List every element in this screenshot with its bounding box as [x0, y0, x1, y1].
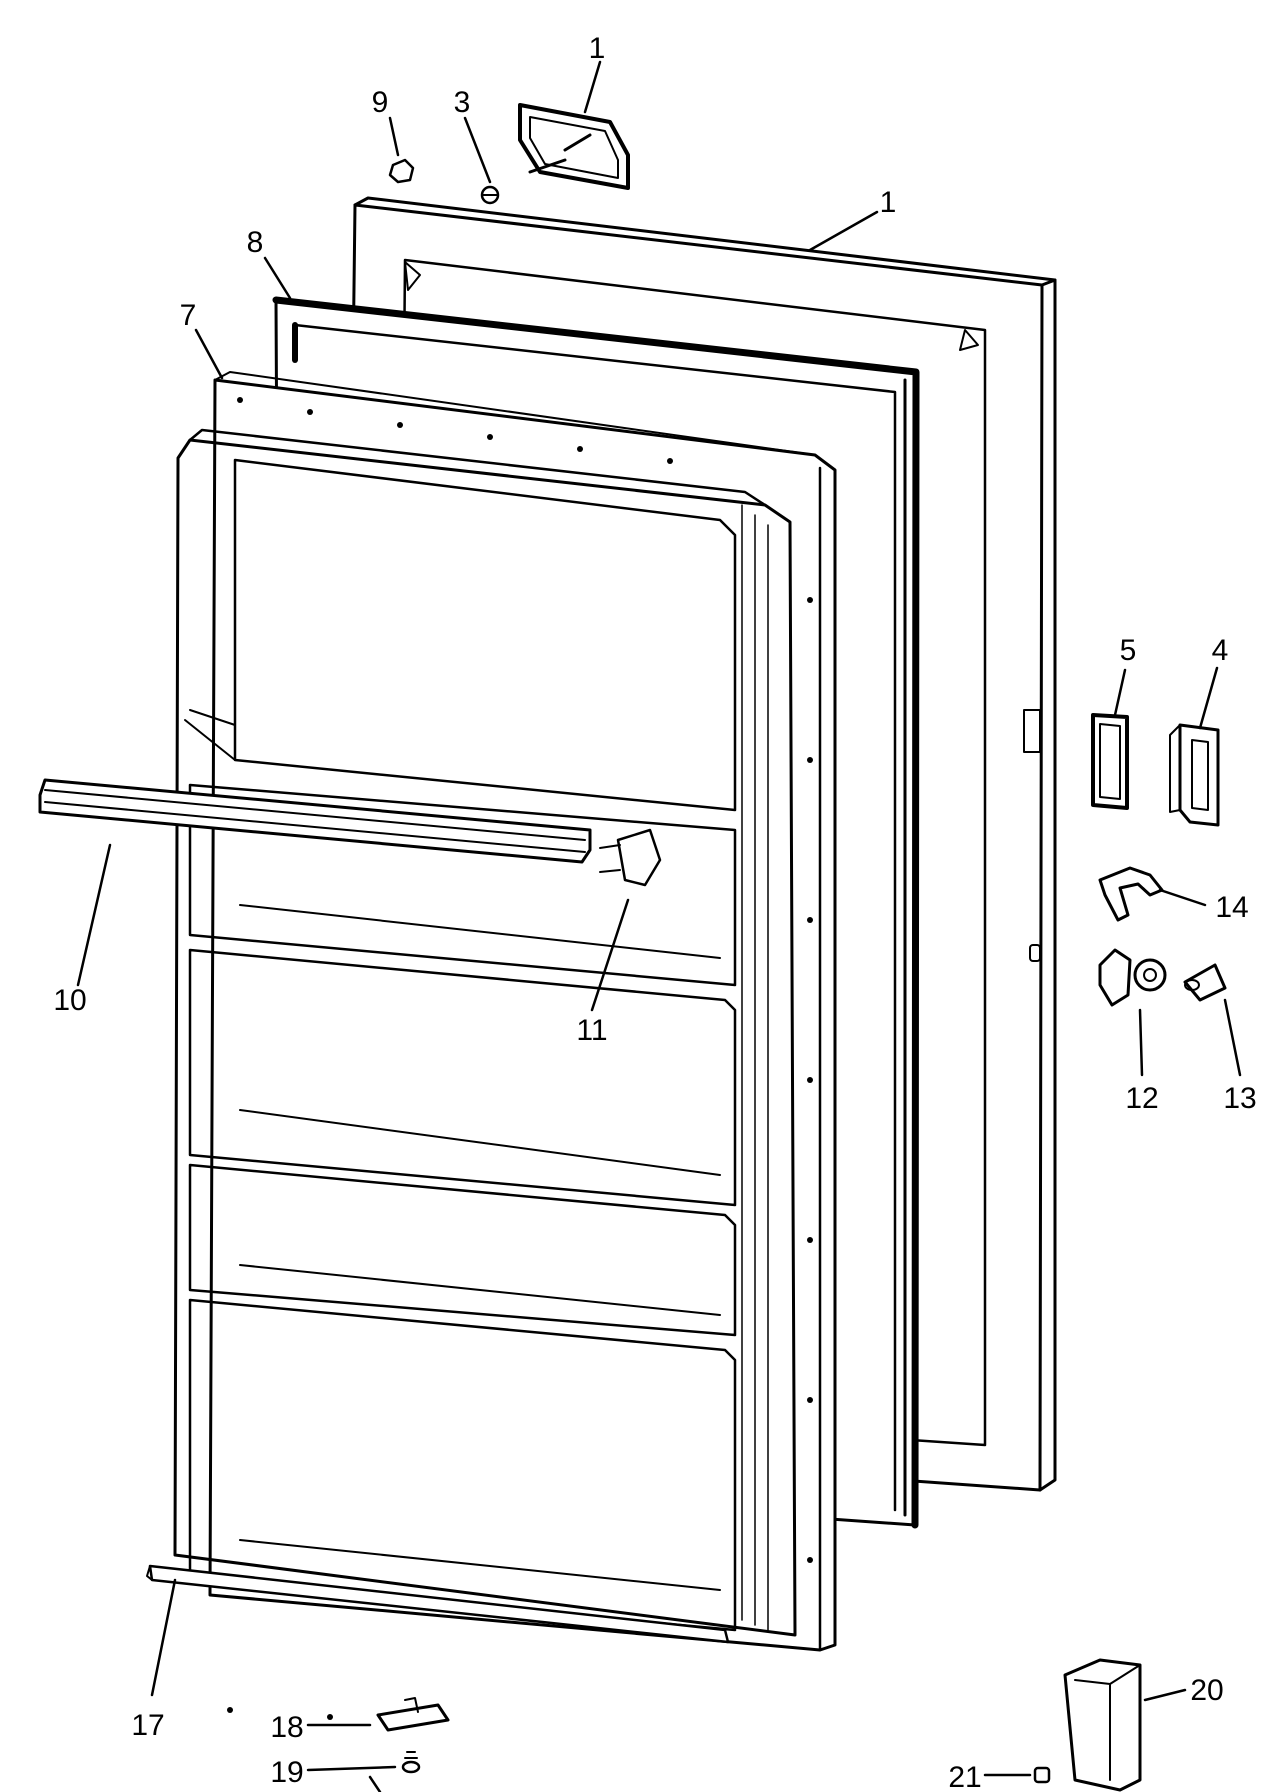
part-14-clip: [1098, 866, 1164, 922]
callout-3: 3: [454, 86, 471, 119]
callout-5: 5: [1120, 634, 1137, 667]
part-11-end-cap: [599, 828, 662, 887]
callout-8: 8: [247, 226, 264, 259]
callout-17: 17: [131, 1709, 164, 1742]
callout-labels: 1 9 3 1 8 7 5 4 14 10 11 12 13 17 18 19 …: [53, 32, 1256, 1792]
part-5-latch-plate: [1091, 713, 1129, 810]
callout-21: 21: [948, 1761, 981, 1792]
part-9-nut: [388, 158, 415, 184]
callout-18: 18: [270, 1711, 303, 1744]
callout-10: 10: [53, 984, 86, 1017]
leader-lines: [76, 60, 1242, 1792]
part-12-latch-strike: [1098, 948, 1167, 1007]
part-13-cone-stop: [1183, 963, 1227, 1002]
part-7-door-liner: [173, 371, 837, 1720]
callout-1: 1: [880, 186, 897, 219]
callout-14: 14: [1215, 891, 1248, 924]
part-3-screw: [480, 185, 500, 205]
callout-13: 13: [1223, 1082, 1256, 1115]
part-21-plug: [1033, 1766, 1051, 1784]
callout-12: 12: [1125, 1082, 1158, 1115]
callout-4: 4: [1212, 634, 1229, 667]
callout-7: 7: [180, 299, 197, 332]
callout-19: 19: [270, 1756, 303, 1789]
part-19-screw: [401, 1751, 421, 1774]
callout-2: 1: [589, 32, 606, 65]
callout-11: 11: [576, 1014, 607, 1047]
callout-9: 9: [372, 86, 389, 119]
part-18-bottom-hinge: [376, 1697, 450, 1732]
callout-20: 20: [1190, 1674, 1223, 1707]
part-20-hinge-cover: [1063, 1658, 1142, 1792]
part-4-latch-cover: [1169, 723, 1220, 827]
part-10-handle-rail: [38, 778, 592, 864]
part-2-hinge-bracket: [518, 103, 630, 190]
part-17-bottom-strip: [146, 1564, 730, 1644]
